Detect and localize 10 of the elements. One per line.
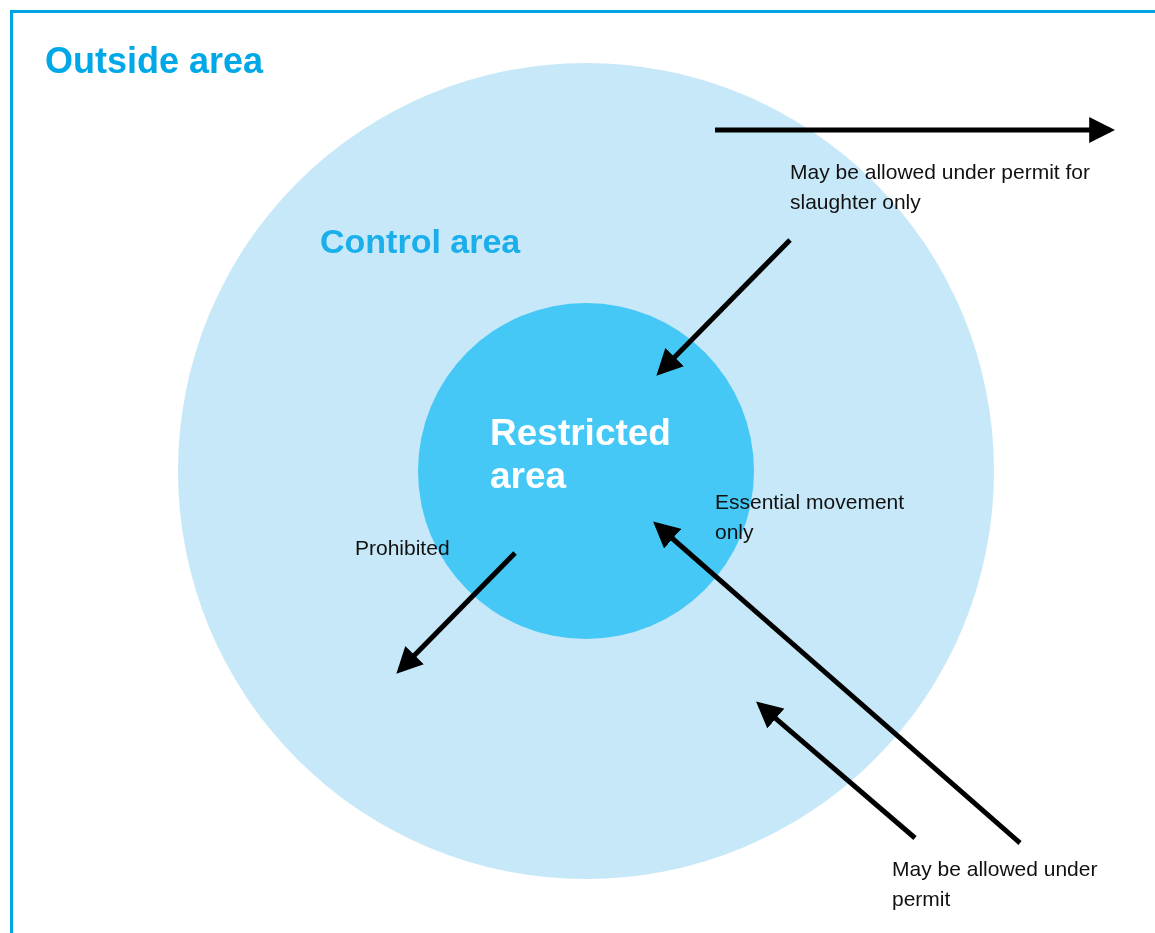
area-label: Control area	[320, 222, 522, 262]
movement-note: May be allowed under permit	[892, 856, 1099, 913]
movement-note: May be allowed under permit for slaughter only	[790, 159, 1091, 216]
area-label: Outside area	[45, 40, 265, 82]
arrow	[396, 551, 517, 674]
arrow	[656, 238, 792, 376]
area-frame	[10, 10, 1155, 933]
area-label: Restricted area	[490, 412, 672, 498]
arrow	[653, 521, 1022, 845]
arrow	[715, 117, 1116, 143]
